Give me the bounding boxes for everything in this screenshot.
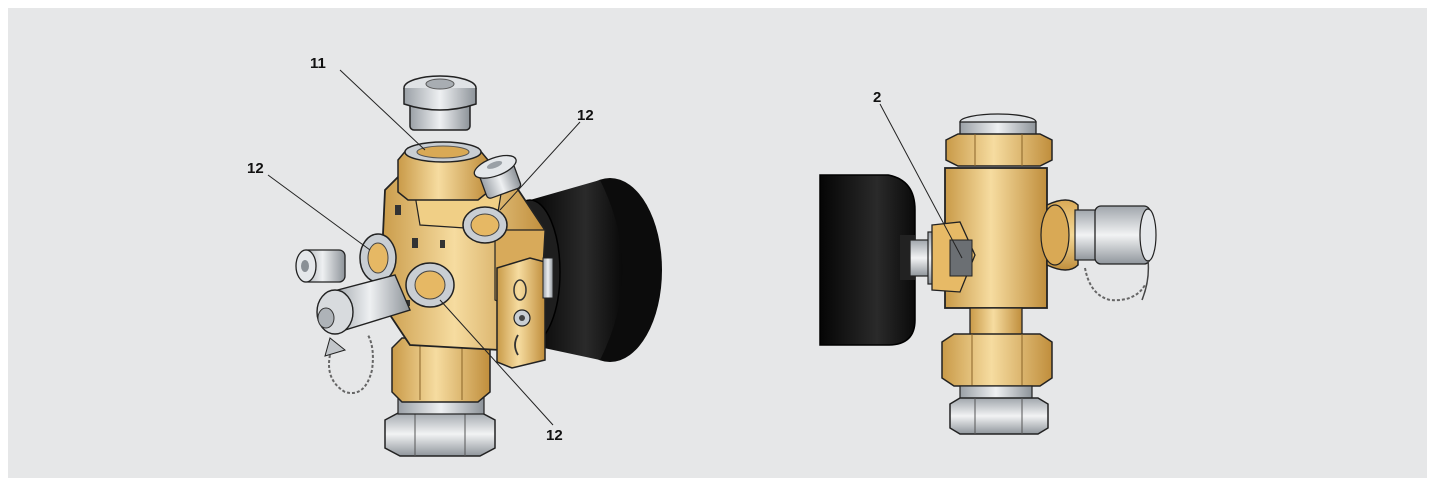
leader-12-bottom	[439, 299, 554, 426]
callout-11: 11	[310, 55, 326, 72]
valve-body-right	[931, 167, 1079, 309]
top-plug	[403, 75, 477, 131]
stem-right	[969, 307, 1023, 337]
hex-top-right	[945, 133, 1053, 167]
nipple-with-cap-right	[1074, 205, 1157, 302]
hex-nut-bottom	[384, 411, 496, 457]
side-plug-left	[295, 249, 346, 283]
callout-12-left: 12	[247, 160, 264, 177]
callout-12-top: 12	[577, 107, 594, 124]
nipple-with-cap-left	[316, 274, 411, 394]
leader-11	[339, 69, 426, 151]
pressure-gauge-left	[499, 178, 662, 362]
mounting-bracket	[496, 257, 554, 369]
callout-2: 2	[873, 89, 881, 106]
left-assembly-view: 11 12 12 12	[247, 55, 662, 457]
callout-12-bottom: 12	[546, 427, 563, 444]
steel-nut-bottom-right	[949, 397, 1049, 435]
top-cap-right	[959, 113, 1037, 137]
leader-12-top	[499, 121, 581, 211]
leader-12-left	[267, 174, 371, 251]
leader-2	[879, 103, 963, 259]
right-assembly-view: 2	[819, 89, 1157, 435]
illustration-panel	[8, 8, 1427, 478]
hex-bottom-right	[941, 333, 1053, 387]
side-plug-top	[473, 154, 522, 199]
